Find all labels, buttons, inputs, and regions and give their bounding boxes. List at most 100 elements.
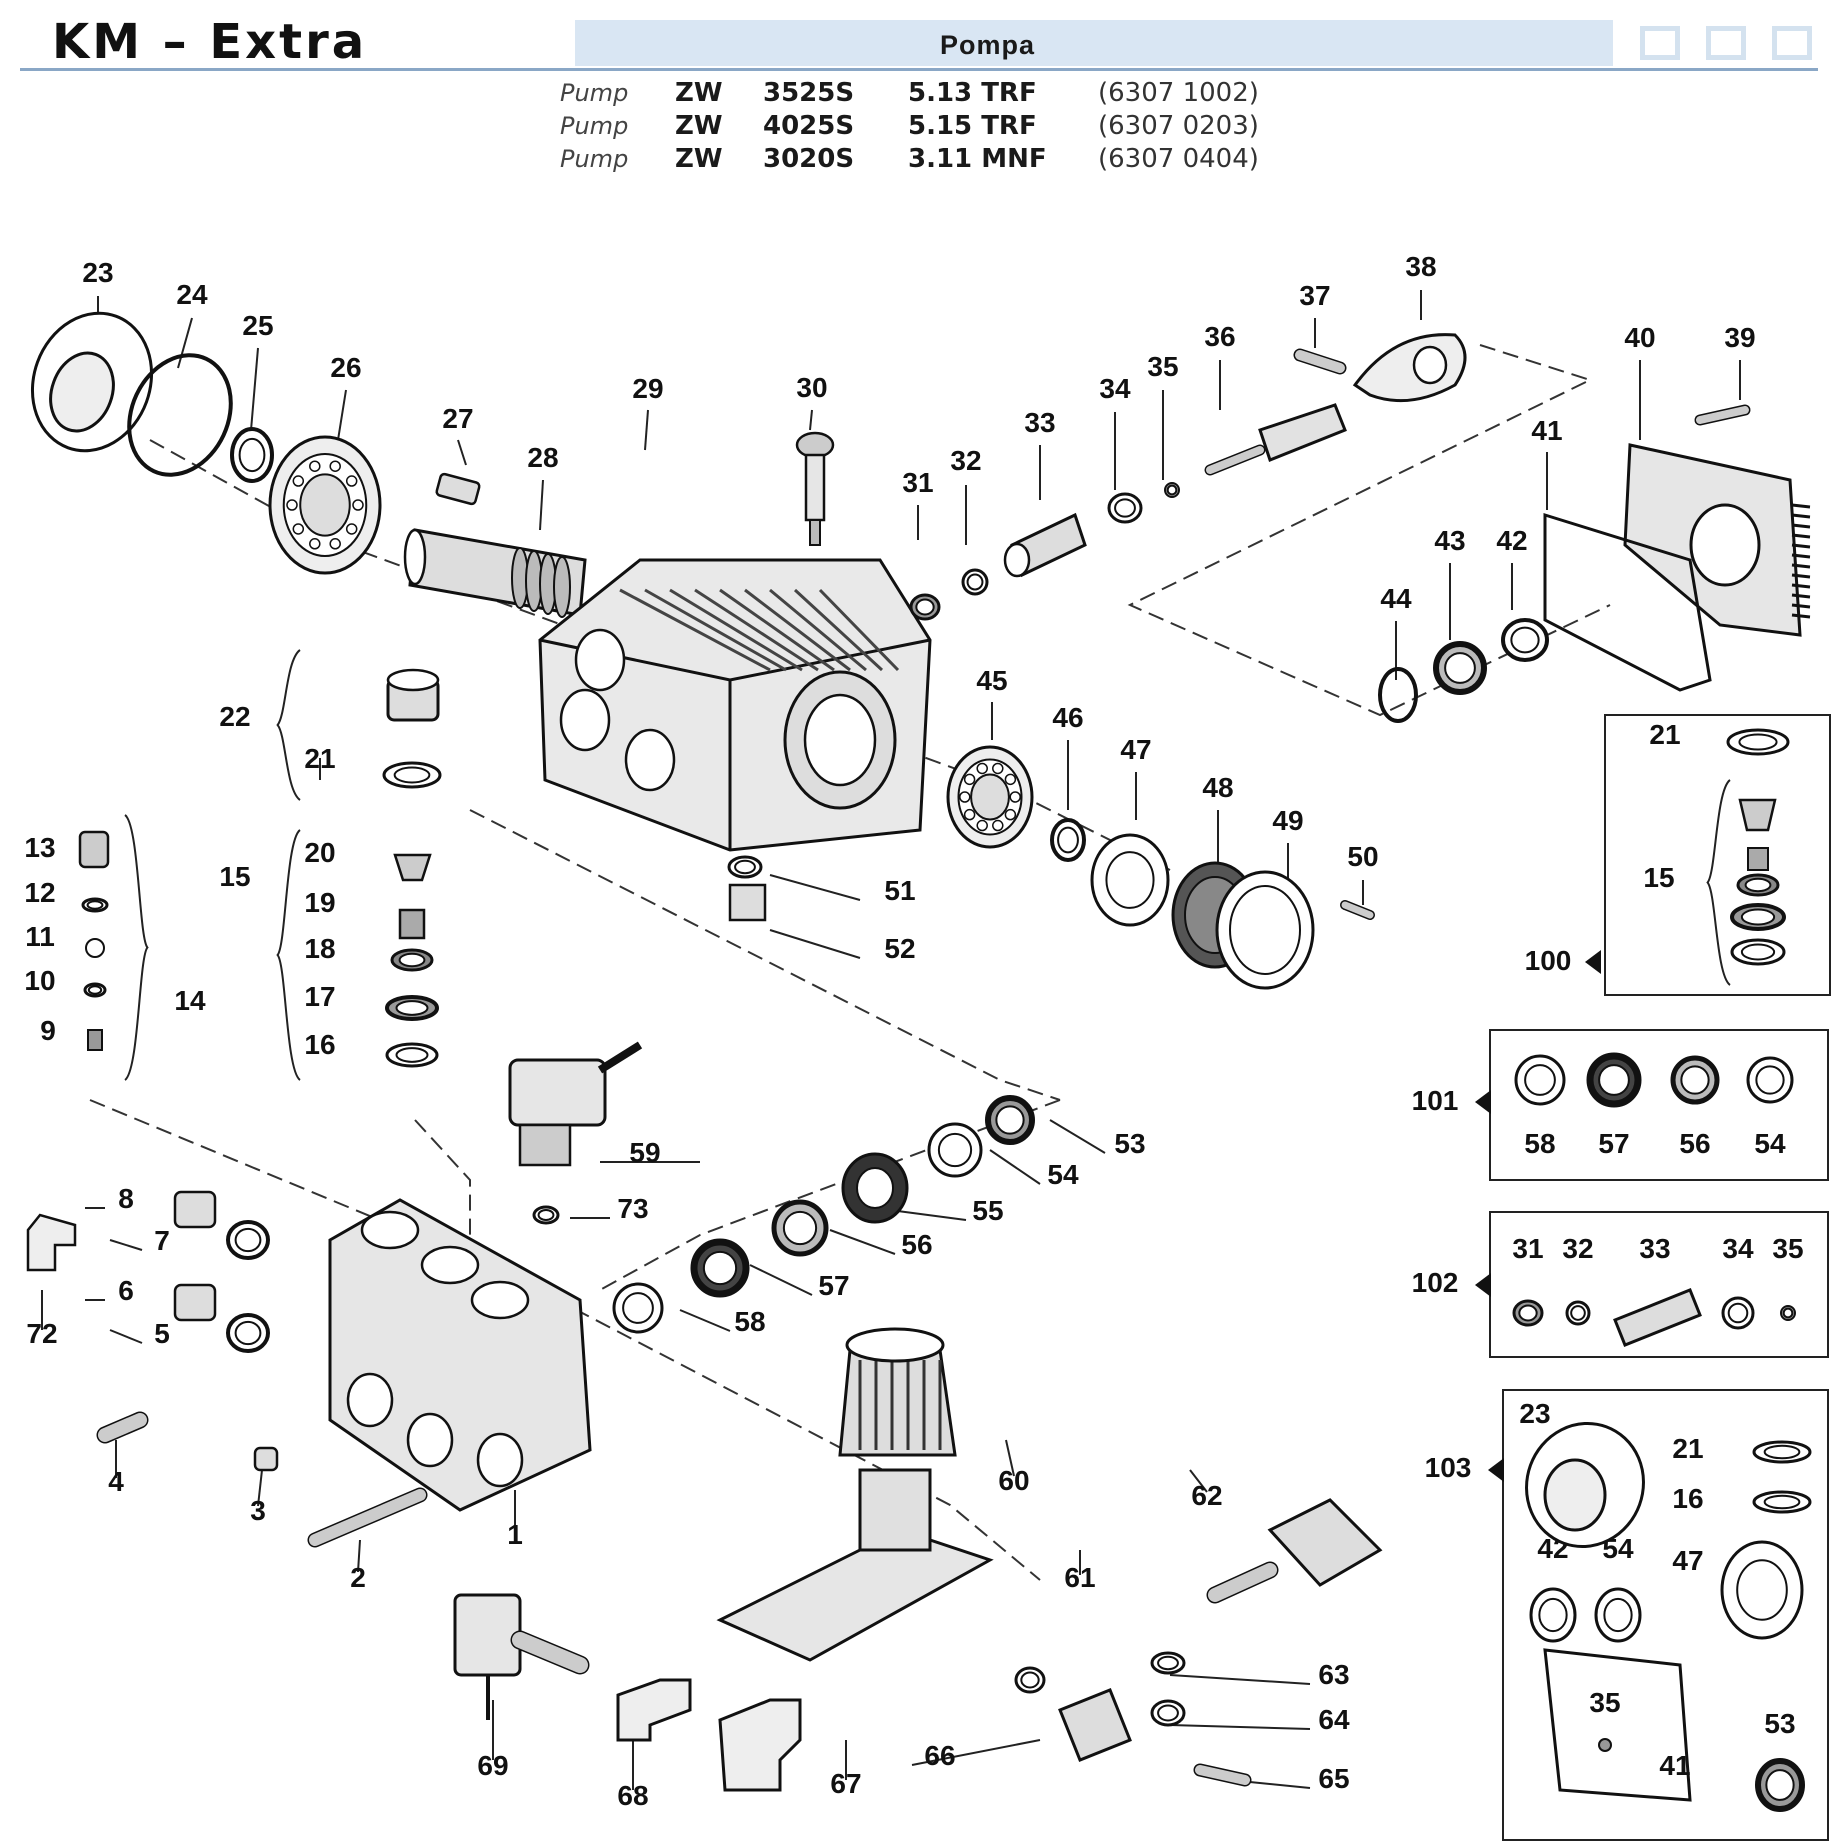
pump-housing-29 [538,558,932,852]
valve-spring-19 [398,908,426,940]
kit-seal-53 [1755,1758,1805,1812]
switch-69-body [510,1630,590,1675]
leader-line [457,439,467,466]
callout-label: 15 [219,861,250,892]
callout-label: 32 [950,445,981,476]
oring-5 [226,1313,270,1353]
callout-label: 38 [1405,251,1436,282]
kit-id-label: 103 [1425,1452,1472,1483]
callout-label: 6 [118,1275,134,1306]
callout-label: 64 [1318,1704,1350,1735]
seal-53 [985,1095,1035,1145]
conrod-head-38 [1352,333,1467,403]
callout-label: 16 [304,1029,335,1060]
bearing-45 [946,745,1034,849]
callout-label: 14 [174,985,206,1016]
kit-part-label: 23 [1519,1398,1550,1429]
gasket-41 [1543,512,1712,692]
callout-label: 18 [304,933,335,964]
callout-label: 3 [250,1495,266,1526]
kit-oring-21 [1752,1440,1812,1464]
callout-label: 26 [330,352,361,383]
kit-oring-54 [1746,1056,1794,1104]
pin-37 [1293,348,1347,375]
plug-8 [173,1190,217,1229]
kit-part-label: 57 [1598,1128,1629,1159]
kit-part-label: 54 [1754,1128,1786,1159]
washer-51 [727,855,763,879]
leader-line [177,317,193,369]
kit-gasket-41 [1543,1648,1692,1802]
callout-label: 60 [998,1465,1029,1496]
callout-label: 24 [176,279,208,310]
kit-part-label: 34 [1722,1233,1754,1264]
kit-part-label: 31 [1512,1233,1543,1264]
seal-ring-25 [230,427,274,483]
callout-label: 11 [25,921,55,952]
callout-label: 4 [108,1466,124,1497]
leader-line [109,1329,143,1344]
kit-pointer-icon [1585,950,1601,974]
page-title: KM – Extra [52,14,368,70]
kit-part-label: 35 [1589,1687,1620,1718]
callout-label: 73 [617,1193,648,1224]
pump-spec: 5.13 TRF [908,77,1037,108]
kit-pointer-icon [1488,1458,1504,1482]
washer-12 [81,897,109,913]
window-box-icon [1772,26,1812,60]
group-brace [276,649,301,801]
rod-shaft [1204,444,1266,476]
leader-line [989,1149,1041,1185]
callout-label: 69 [477,1750,508,1781]
seal-57 [690,1238,750,1298]
pump-model: 3525S [763,77,855,108]
kit-id-label: 100 [1525,945,1572,976]
callout-label: 47 [1120,734,1151,765]
header-band [575,20,1613,66]
leader-line [769,929,861,959]
leader-line [257,1469,263,1507]
assembly-dashed-line [469,809,1061,1101]
kit-seal-31 [1512,1299,1544,1327]
callout-label: 30 [796,372,827,403]
switch-body [1206,1561,1279,1604]
leader-line [1005,1439,1015,1477]
kit-id-label: 101 [1412,1085,1459,1116]
leader-line [769,874,861,901]
pump-row: Pump ZW 3020S 3.11 MNF (6307 0404) [560,142,1298,175]
seal-56 [771,1199,829,1257]
pump-code: (6307 0203) [1098,110,1259,141]
pump-code: (6307 1002) [1098,77,1259,108]
callout-label: 27 [442,403,473,434]
callout-label: 49 [1272,805,1303,836]
seal-31 [909,593,941,621]
drain-plug-52 [728,883,767,922]
callout-label: 9 [40,1015,56,1046]
washer-34 [1107,492,1143,524]
callout-label: 46 [1052,702,1083,733]
callout-label: 28 [527,442,558,473]
window-box-icon [1640,26,1680,60]
oring-61 [1014,1666,1046,1694]
screw-39 [1694,404,1751,426]
circlip-24 [127,353,233,477]
kit-box [1502,1389,1829,1841]
fitting-4 [96,1411,149,1444]
kit-plunger-33 [1613,1288,1702,1347]
callout-label: 36 [1204,321,1235,352]
callout-label: 20 [304,837,335,868]
leader-line [679,1309,731,1332]
callout-label: 72 [26,1318,57,1349]
callout-label: 66 [924,1740,955,1771]
kit-plate [1736,873,1780,897]
kit-id-label: 102 [1412,1267,1459,1298]
kit-washer-34 [1721,1296,1755,1330]
leader-line [889,1209,967,1221]
leader-line [1169,1674,1311,1685]
kit-oring-54 [1594,1587,1642,1643]
window-box-icon [1706,26,1746,60]
switch-62 [1267,1498,1383,1587]
callout-label: 13 [24,832,55,863]
